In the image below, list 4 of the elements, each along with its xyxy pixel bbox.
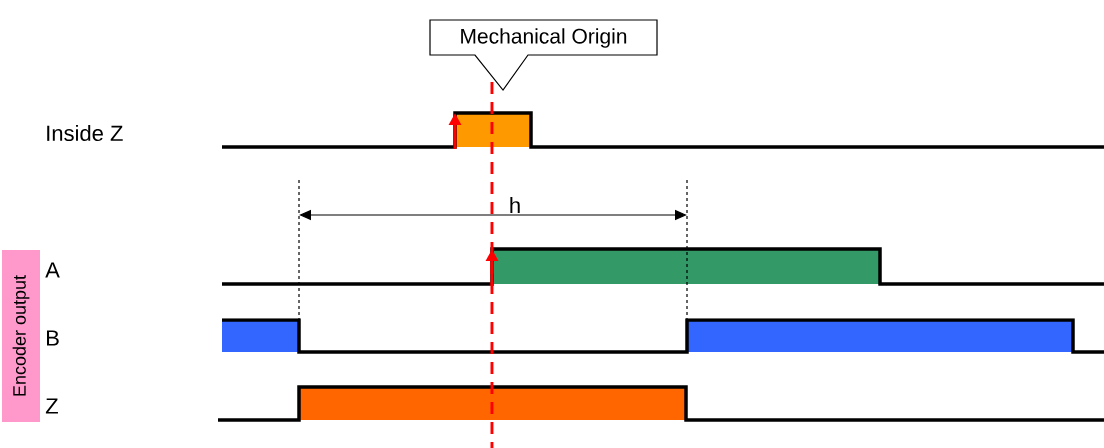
dimension-label: h: [510, 197, 520, 213]
callout-box: Mechanical Origin: [429, 19, 658, 91]
signal-label: Inside Z: [47, 124, 123, 142]
side-band: Encoder output: [2, 250, 40, 422]
